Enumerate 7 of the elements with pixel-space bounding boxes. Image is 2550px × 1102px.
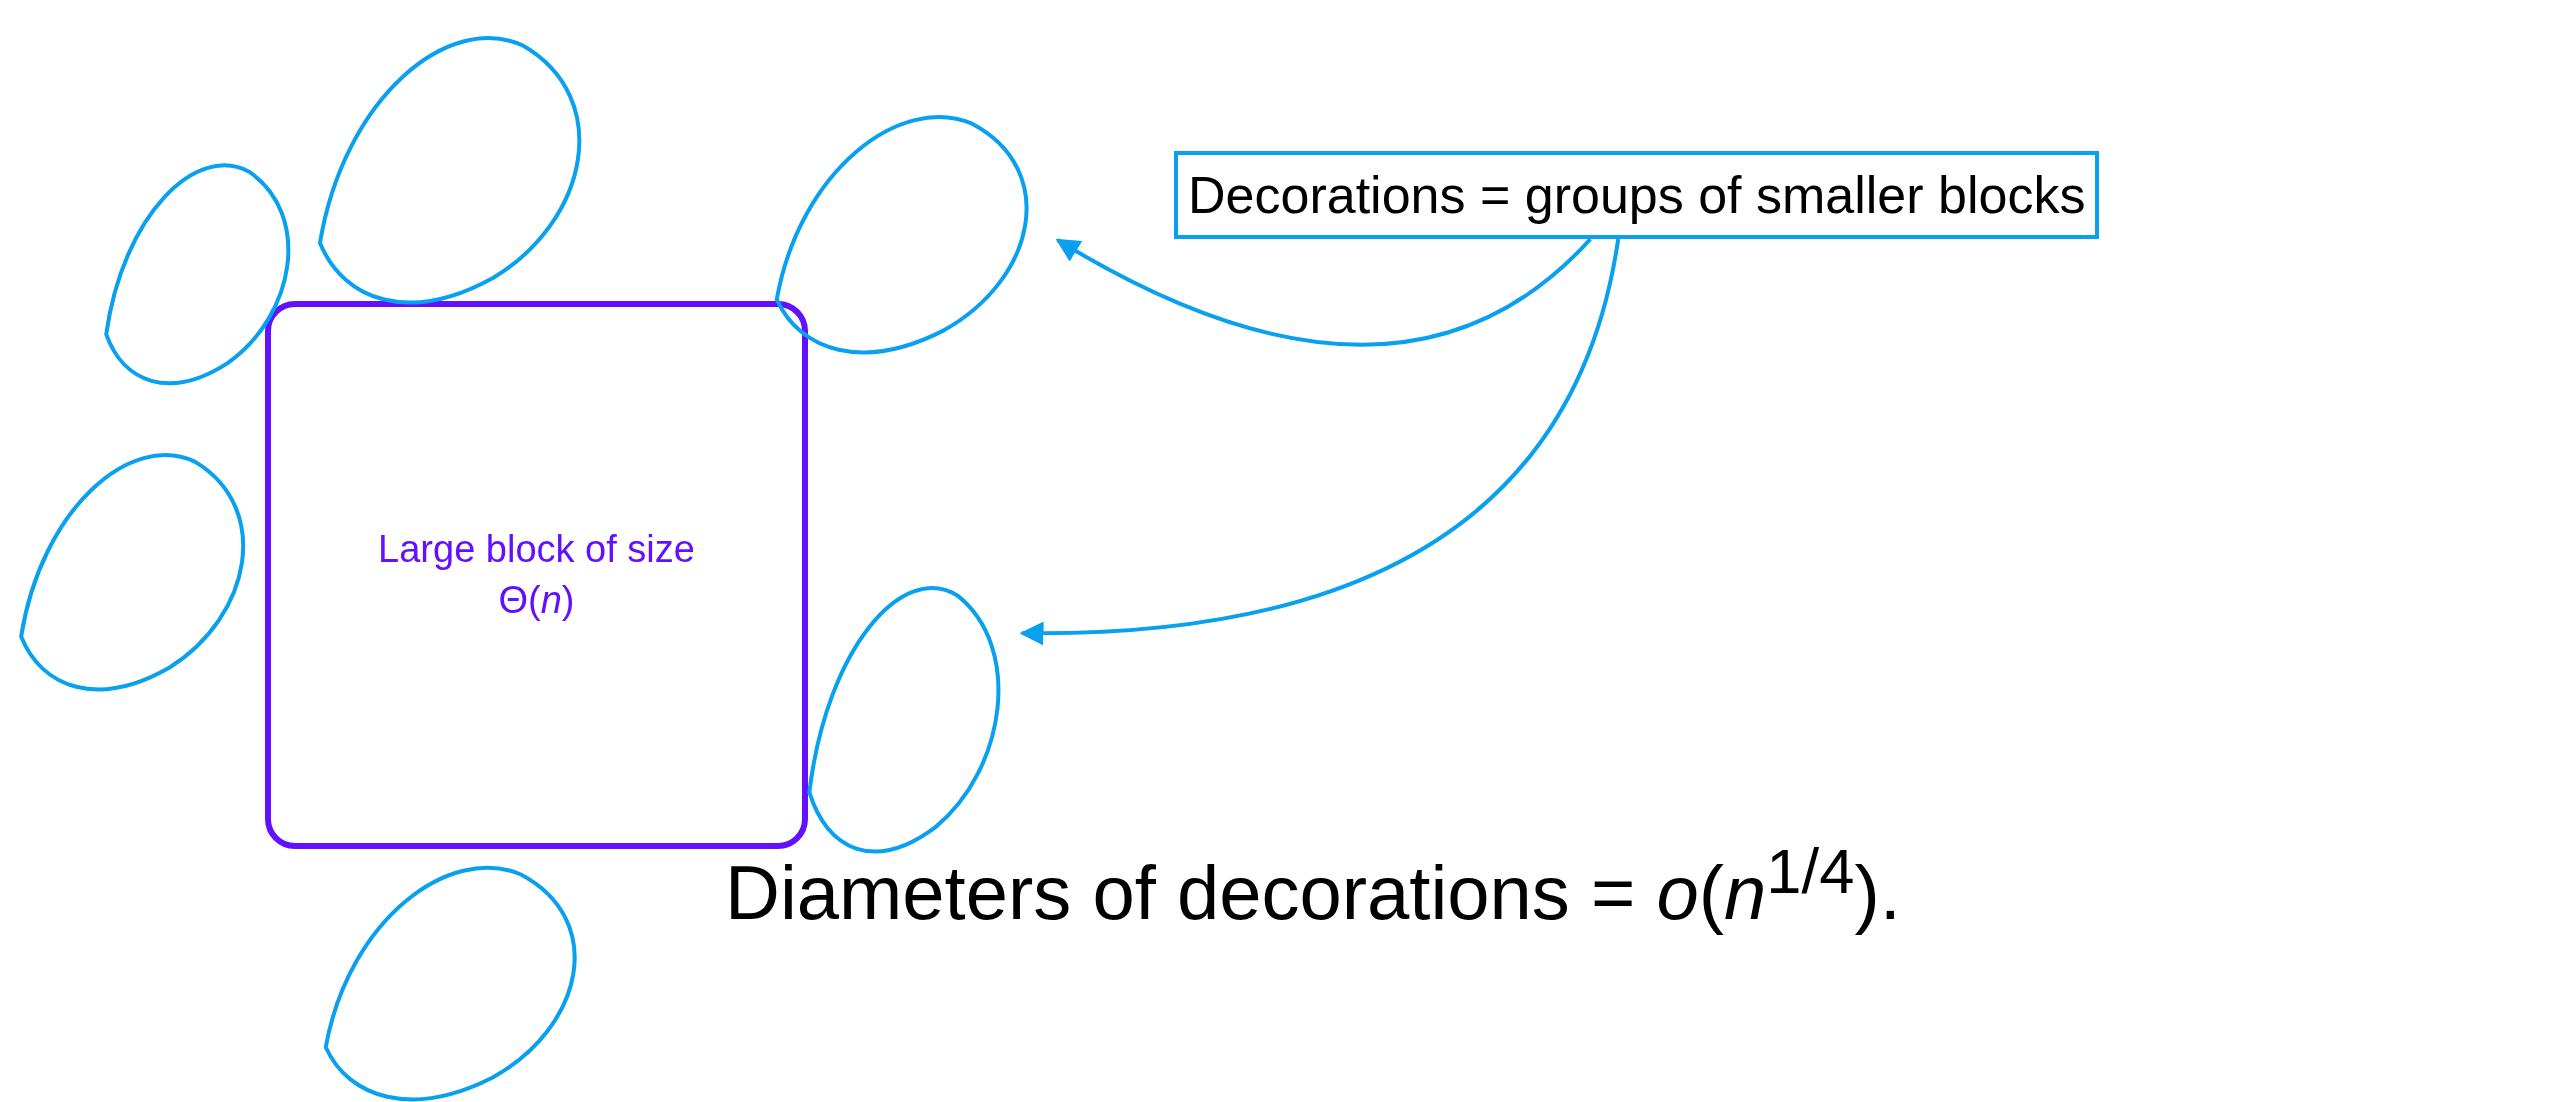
callout-box — [1174, 151, 2100, 239]
callout-text: Decorations = groups of smaller blocks — [1188, 166, 2086, 224]
formula-note: Diameters of decorations = o(n$^{1/4}$). — [725, 835, 1901, 937]
block-label: Large block of size Θ(n) — [377, 526, 696, 623]
block-box — [265, 301, 808, 849]
arrow — [1019, 238, 1621, 645]
arrow — [1055, 237, 1592, 347]
